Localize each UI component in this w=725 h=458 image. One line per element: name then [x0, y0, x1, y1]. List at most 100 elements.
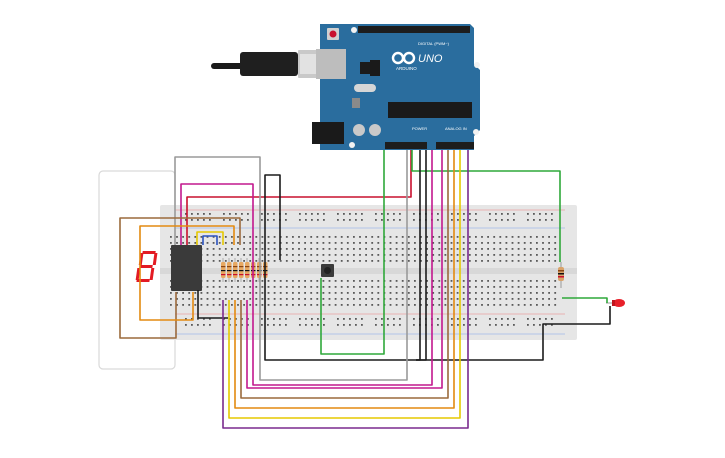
breadboard-hole[interactable] [235, 324, 237, 326]
breadboard-hole[interactable] [299, 318, 301, 320]
breadboard-hole[interactable] [523, 248, 526, 250]
breadboard-hole[interactable] [185, 318, 187, 320]
breadboard-hole[interactable] [426, 254, 428, 256]
breadboard-hole[interactable] [328, 260, 331, 262]
breadboard-hole[interactable] [365, 236, 367, 238]
breadboard-hole[interactable] [243, 304, 245, 306]
breadboard-hole[interactable] [420, 248, 422, 250]
breadboard-hole[interactable] [317, 219, 319, 221]
breadboard-hole[interactable] [511, 260, 514, 262]
breadboard-hole[interactable] [542, 254, 544, 256]
breadboard-hole[interactable] [456, 254, 459, 256]
breadboard-hole[interactable] [279, 298, 282, 300]
breadboard-hole[interactable] [235, 213, 237, 215]
breadboard-hole[interactable] [539, 213, 541, 215]
breadboard-hole[interactable] [212, 254, 215, 256]
breadboard-hole[interactable] [285, 248, 288, 250]
breadboard-hole[interactable] [361, 213, 363, 215]
breadboard-hole[interactable] [536, 292, 538, 294]
breadboard-hole[interactable] [273, 254, 276, 256]
breadboard-hole[interactable] [481, 236, 483, 238]
breadboard-hole[interactable] [231, 298, 233, 300]
breadboard-hole[interactable] [353, 248, 355, 250]
breadboard-hole[interactable] [513, 213, 515, 215]
breadboard-hole[interactable] [499, 248, 502, 250]
breadboard-hole[interactable] [292, 292, 294, 294]
breadboard-hole[interactable] [426, 304, 428, 306]
breadboard-hole[interactable] [456, 292, 459, 294]
breadboard-hole[interactable] [545, 219, 547, 221]
breadboard-hole[interactable] [197, 324, 199, 326]
breadboard-hole[interactable] [468, 286, 471, 288]
breadboard-hole[interactable] [438, 292, 441, 294]
breadboard-hole[interactable] [401, 236, 404, 238]
breadboard-hole[interactable] [285, 219, 287, 221]
breadboard-hole[interactable] [346, 292, 349, 294]
breadboard-hole[interactable] [267, 324, 269, 326]
breadboard-hole[interactable] [548, 242, 550, 244]
breadboard-hole[interactable] [310, 236, 313, 238]
breadboard-hole[interactable] [523, 254, 526, 256]
breadboard-hole[interactable] [432, 292, 435, 294]
breadboard-hole[interactable] [279, 292, 282, 294]
breadboard-hole[interactable] [310, 260, 313, 262]
breadboard-hole[interactable] [462, 248, 465, 250]
breadboard-hole[interactable] [285, 324, 287, 326]
breadboard-hole[interactable] [349, 213, 351, 215]
breadboard-hole[interactable] [529, 242, 532, 244]
breadboard-hole[interactable] [203, 219, 205, 221]
breadboard-hole[interactable] [371, 292, 374, 294]
breadboard-hole[interactable] [536, 254, 538, 256]
breadboard-hole[interactable] [475, 292, 477, 294]
breadboard-hole[interactable] [346, 286, 349, 288]
breadboard-hole[interactable] [349, 324, 351, 326]
breadboard-hole[interactable] [432, 248, 435, 250]
breadboard-hole[interactable] [322, 248, 325, 250]
breadboard-hole[interactable] [444, 304, 447, 306]
breadboard-hole[interactable] [481, 286, 483, 288]
breadboard-hole[interactable] [523, 260, 526, 262]
breadboard-hole[interactable] [420, 286, 422, 288]
breadboard-hole[interactable] [529, 254, 532, 256]
breadboard-hole[interactable] [206, 292, 209, 294]
breadboard-hole[interactable] [444, 292, 447, 294]
breadboard-hole[interactable] [481, 254, 483, 256]
breadboard-hole[interactable] [426, 236, 428, 238]
breadboard-hole[interactable] [395, 260, 398, 262]
breadboard-hole[interactable] [292, 280, 294, 282]
breadboard-hole[interactable] [176, 292, 178, 294]
breadboard-hole[interactable] [414, 242, 416, 244]
breadboard-hole[interactable] [511, 254, 514, 256]
breadboard-hole[interactable] [420, 260, 422, 262]
breadboard-hole[interactable] [377, 286, 380, 288]
breadboard-hole[interactable] [536, 286, 538, 288]
breadboard-hole[interactable] [527, 318, 529, 320]
breadboard-hole[interactable] [206, 280, 209, 282]
breadboard-hole[interactable] [243, 280, 245, 282]
breadboard-hole[interactable] [334, 248, 337, 250]
breadboard-hole[interactable] [371, 242, 374, 244]
breadboard-hole[interactable] [377, 260, 380, 262]
breadboard-hole[interactable] [346, 280, 349, 282]
breadboard-hole[interactable] [375, 318, 377, 320]
breadboard-hole[interactable] [305, 219, 307, 221]
breadboard-hole[interactable] [551, 324, 553, 326]
breadboard-hole[interactable] [267, 298, 270, 300]
breadboard-hole[interactable] [182, 304, 184, 306]
breadboard-hole[interactable] [513, 324, 515, 326]
breadboard-hole[interactable] [456, 236, 459, 238]
breadboard-hole[interactable] [305, 324, 307, 326]
breadboard-hole[interactable] [475, 219, 477, 221]
breadboard-hole[interactable] [533, 324, 535, 326]
breadboard-hole[interactable] [273, 248, 276, 250]
breadboard-hole[interactable] [475, 318, 477, 320]
breadboard-hole[interactable] [381, 219, 383, 221]
wires[interactable] [119, 26, 611, 429]
breadboard-hole[interactable] [328, 292, 331, 294]
breadboard-hole[interactable] [188, 292, 191, 294]
breadboard-hole[interactable] [267, 304, 270, 306]
breadboard-hole[interactable] [292, 236, 294, 238]
breadboard-hole[interactable] [322, 242, 325, 244]
breadboard-hole[interactable] [475, 213, 477, 215]
